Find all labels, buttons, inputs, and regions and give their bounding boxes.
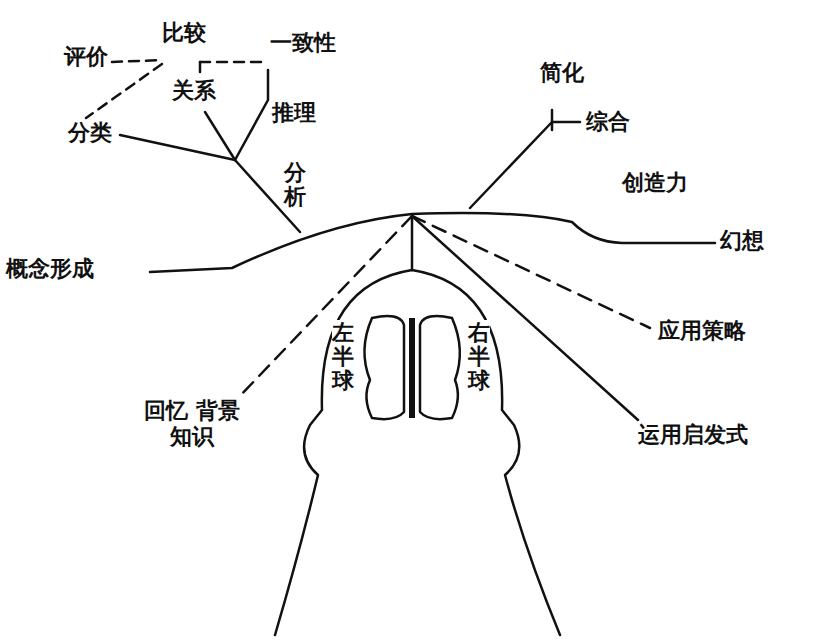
concept-label: 创造力 bbox=[620, 170, 690, 196]
head-outline bbox=[275, 270, 560, 635]
heuristic-line bbox=[412, 216, 638, 420]
reasoning-branch bbox=[235, 70, 268, 160]
concept-label: 幻想 bbox=[718, 228, 766, 254]
relation-branch bbox=[205, 112, 235, 160]
concept-label: 简化 bbox=[538, 60, 586, 86]
vertical-label: 左半球 bbox=[332, 320, 354, 395]
corpus-callosum bbox=[409, 318, 415, 418]
synthesis-branch bbox=[470, 122, 552, 208]
dashed-link bbox=[112, 60, 162, 62]
left-hemisphere bbox=[364, 316, 404, 419]
concept-label: 运用启发式 bbox=[636, 422, 750, 448]
vertical-label: 右半球 bbox=[468, 320, 490, 395]
concept-label: 分类 bbox=[66, 120, 114, 146]
recall-line bbox=[238, 216, 412, 398]
synthesis-fork bbox=[552, 110, 580, 130]
head-line bbox=[411, 216, 414, 270]
dashed-link bbox=[200, 61, 268, 64]
vertical-label: 分析 bbox=[284, 160, 306, 210]
concept-label: 一致性 bbox=[268, 30, 338, 56]
strategy-line bbox=[412, 216, 650, 328]
concept-label: 回忆 背景知识 bbox=[135, 398, 249, 451]
concept-label: 概念形成 bbox=[4, 256, 96, 282]
concept-label: 推理 bbox=[270, 100, 318, 126]
right-hemisphere bbox=[420, 316, 460, 419]
concept-label: 比较 bbox=[160, 20, 208, 46]
classify-branch bbox=[120, 135, 235, 160]
concept-label: 综合 bbox=[584, 109, 632, 135]
dashed-link bbox=[86, 64, 162, 118]
concept-label: 应用策略 bbox=[656, 318, 748, 344]
concept-label: 关系 bbox=[170, 78, 218, 104]
concept-label: 评价 bbox=[62, 44, 110, 70]
main-arc bbox=[150, 213, 715, 272]
